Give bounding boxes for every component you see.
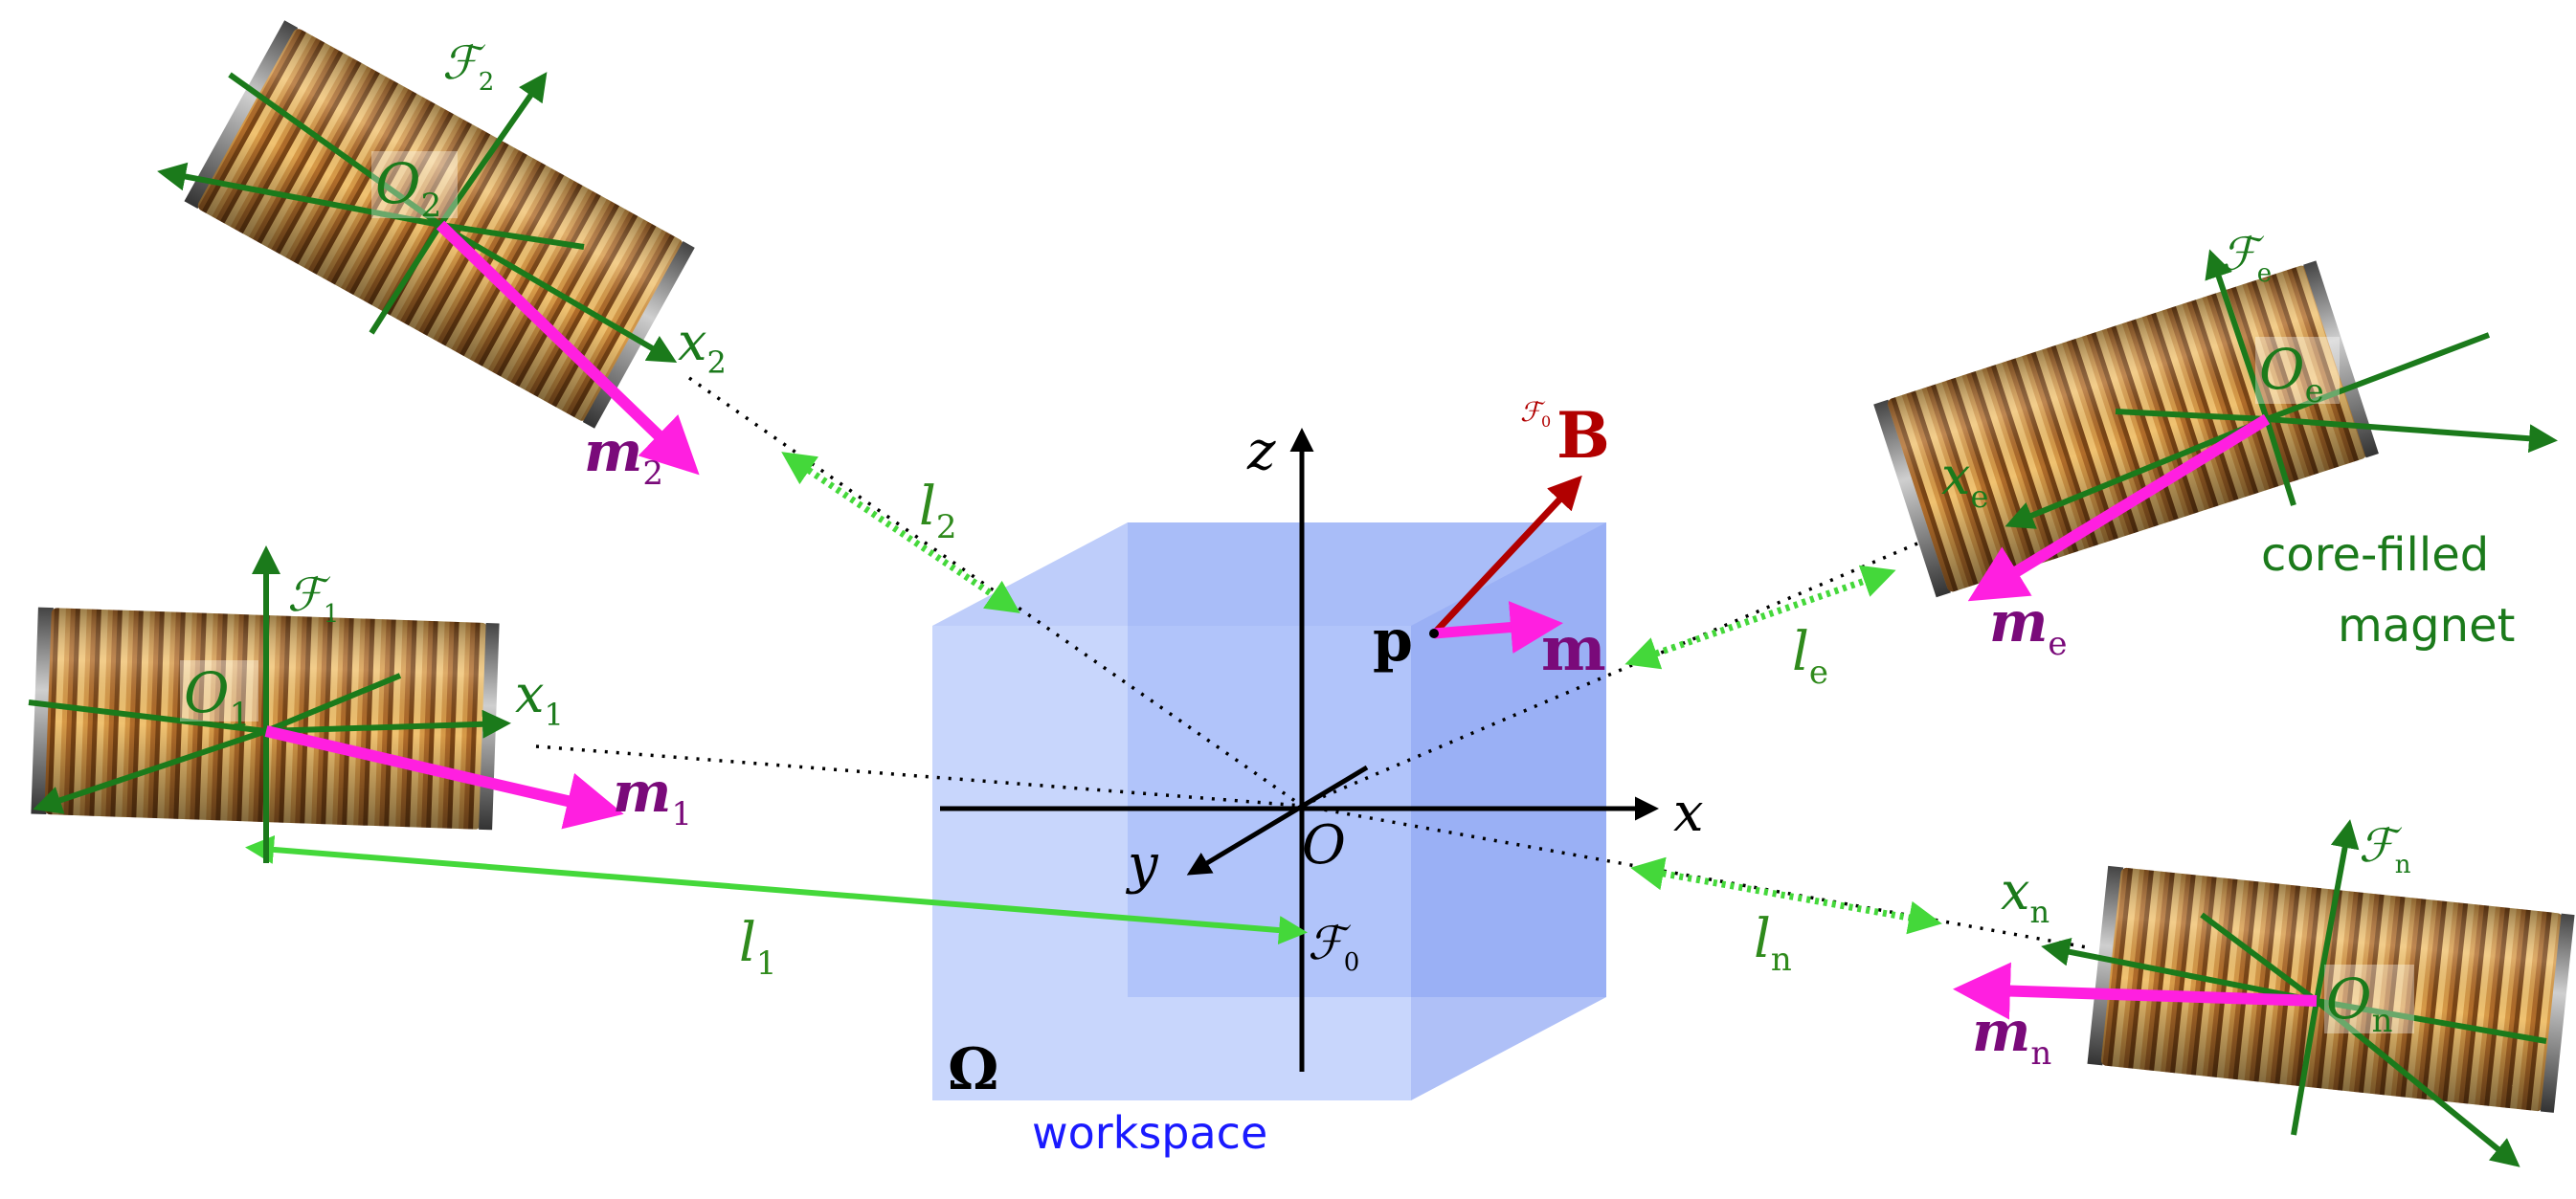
m-arrow (1433, 601, 1563, 654)
distance-label-1: l1 (739, 912, 777, 983)
frame-n-axis-y (2315, 998, 2520, 1167)
y-axis-label: y (1125, 833, 1159, 896)
frame-n-axis-x (2041, 937, 2318, 1004)
magnet-1: O1 ℱ1 x1 m1 (28, 545, 692, 863)
axis-xe-label: xe (1941, 446, 1988, 515)
distance-arrow-e (1624, 565, 1896, 670)
frame-e-coil-axis (2265, 332, 2491, 422)
axis-xn-label: xn (2001, 861, 2050, 930)
frame-e-axis-z-back (2264, 418, 2296, 506)
distance-label-n: ln (1754, 908, 1792, 979)
workspace-cube: Ω workspace (932, 522, 1606, 1159)
workspace-caption: workspace (1032, 1107, 1267, 1159)
moment-arrow-1 (264, 725, 624, 830)
guide-line-2 (687, 376, 1304, 808)
frame-2-axis-y (157, 162, 441, 228)
x-axis-label: x (1673, 782, 1704, 844)
B-label: B (1557, 398, 1610, 473)
frame-n-axis-y-back (2200, 912, 2318, 1004)
magnet-2: O2 ℱ2 x2 m2 (157, 20, 727, 493)
frame-n-label: ℱn (2359, 819, 2411, 879)
frame-2-axis-z-back (369, 223, 443, 335)
frame-e-label: ℱe (2221, 228, 2272, 288)
workspace-top-face (932, 522, 1606, 626)
frame-1-axis-y (33, 728, 267, 814)
frame-2-axis-x (438, 222, 678, 364)
guide-line-1 (535, 744, 1303, 808)
frame-e-axis-z (2205, 249, 2270, 420)
field-vector-group: p m ℱ0 B (1373, 396, 1610, 685)
frame-2-label: ℱ2 (442, 36, 494, 97)
origin-e-box (2255, 337, 2340, 404)
frame-n-axis-z-back (2291, 1000, 2319, 1136)
frame-e-axis-y (2266, 416, 2558, 454)
point-p-label: p (1373, 608, 1413, 675)
origin-1-label: O1 (184, 660, 250, 734)
origin-1-box (180, 660, 258, 722)
moment-e-label: me (1989, 589, 2068, 663)
frame-2-coil-axis (228, 72, 442, 228)
distance-arrow-1 (245, 834, 1308, 945)
frame-n-coil-axis (2316, 998, 2547, 1044)
origin-n-label: On (2326, 966, 2392, 1040)
frame-n-axis-z (2314, 819, 2360, 1002)
magnet-n: On ℱn xn mn (1953, 819, 2575, 1167)
origin-2-box (371, 151, 458, 218)
z-axis-label: z (1246, 420, 1276, 482)
moment-n-label: mn (1972, 999, 2051, 1073)
distance-arrow-2 (781, 452, 1020, 613)
workspace-right-face (1411, 522, 1606, 1100)
axis-x1-label: x1 (515, 664, 564, 733)
core-label-line-2: magnet (2338, 599, 2515, 653)
frame-2-axis-z (437, 72, 548, 227)
axis-x2-label: x2 (678, 312, 727, 381)
distance-label-e: le (1792, 621, 1828, 692)
B-frame-sup: ℱ0 (1520, 396, 1551, 431)
frame-e-axis-y-back (2115, 409, 2268, 422)
core-label-line-1: core-filled (2261, 528, 2489, 582)
frame-1-axis-y-back (264, 673, 402, 734)
moment-arrow-2 (436, 220, 700, 476)
distance-arrows (245, 452, 1942, 945)
moment-arrow-n (1953, 962, 2318, 1020)
frame-1-coil-axis (28, 699, 267, 734)
origin-2-label: O2 (375, 151, 441, 225)
moment-1-label: m1 (613, 760, 692, 833)
frame-e-axis-x (2005, 416, 2269, 529)
m-label: m (1541, 613, 1606, 685)
distance-label-2: l2 (919, 476, 957, 546)
origin-n-box (2324, 965, 2414, 1033)
frame-1-axis-x (265, 709, 511, 739)
frame-1-label: ℱ1 (287, 568, 339, 629)
moment-arrow-e (1967, 413, 2271, 602)
distance-arrow-n (1630, 856, 1942, 935)
origin-label: O (1302, 814, 1346, 877)
omega-label: Ω (948, 1036, 998, 1103)
magnet-e: Oe ℱe xe me core-filled magnet (1873, 228, 2558, 663)
moment-2-label: m2 (584, 419, 663, 493)
origin-e-label: Oe (2259, 337, 2324, 411)
frame-2-axis-y-back (439, 222, 585, 250)
point-p-marker (1429, 629, 1439, 638)
B-arrow (1431, 475, 1582, 636)
